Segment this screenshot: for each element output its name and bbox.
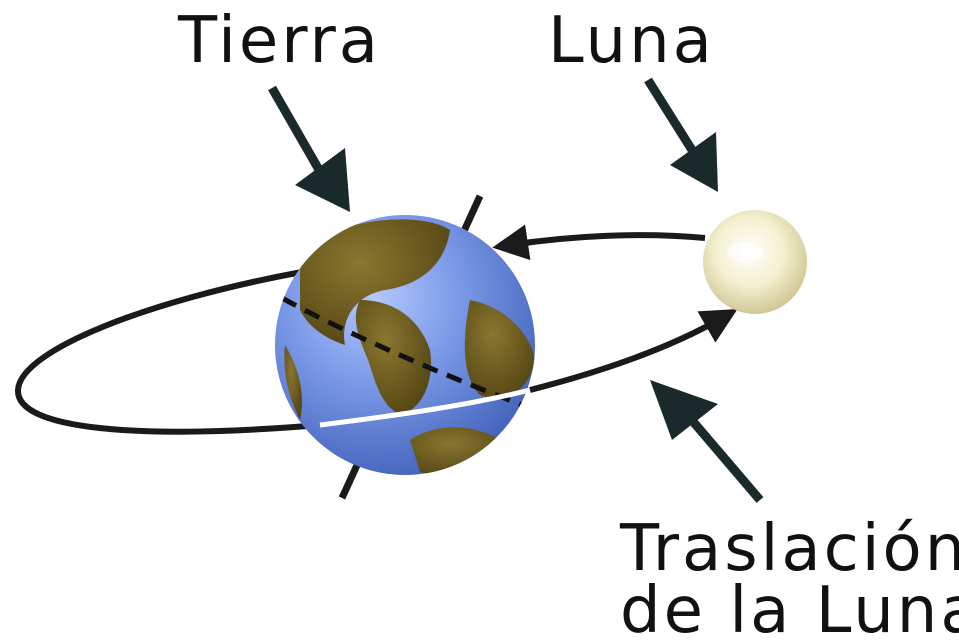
earth-globe bbox=[275, 215, 535, 475]
earth-equator bbox=[280, 295, 531, 411]
moon-label: Luna bbox=[548, 4, 715, 78]
revolution-pointer-arrow bbox=[650, 380, 764, 503]
moon bbox=[703, 210, 807, 314]
earth-label: Tierra bbox=[177, 4, 381, 78]
earth-pointer-arrow bbox=[268, 85, 350, 212]
moon-orbit-front bbox=[529, 309, 738, 393]
moon-orbit-back bbox=[14, 269, 321, 435]
revolution-label-line2: de la Luna bbox=[620, 574, 959, 640]
moon-orbit-top-arrow bbox=[492, 224, 706, 261]
moon-orbit-front-on-earth bbox=[319, 387, 531, 428]
moon-pointer-arrow bbox=[644, 77, 718, 192]
revolution-label-line1: Traslación bbox=[619, 512, 959, 586]
